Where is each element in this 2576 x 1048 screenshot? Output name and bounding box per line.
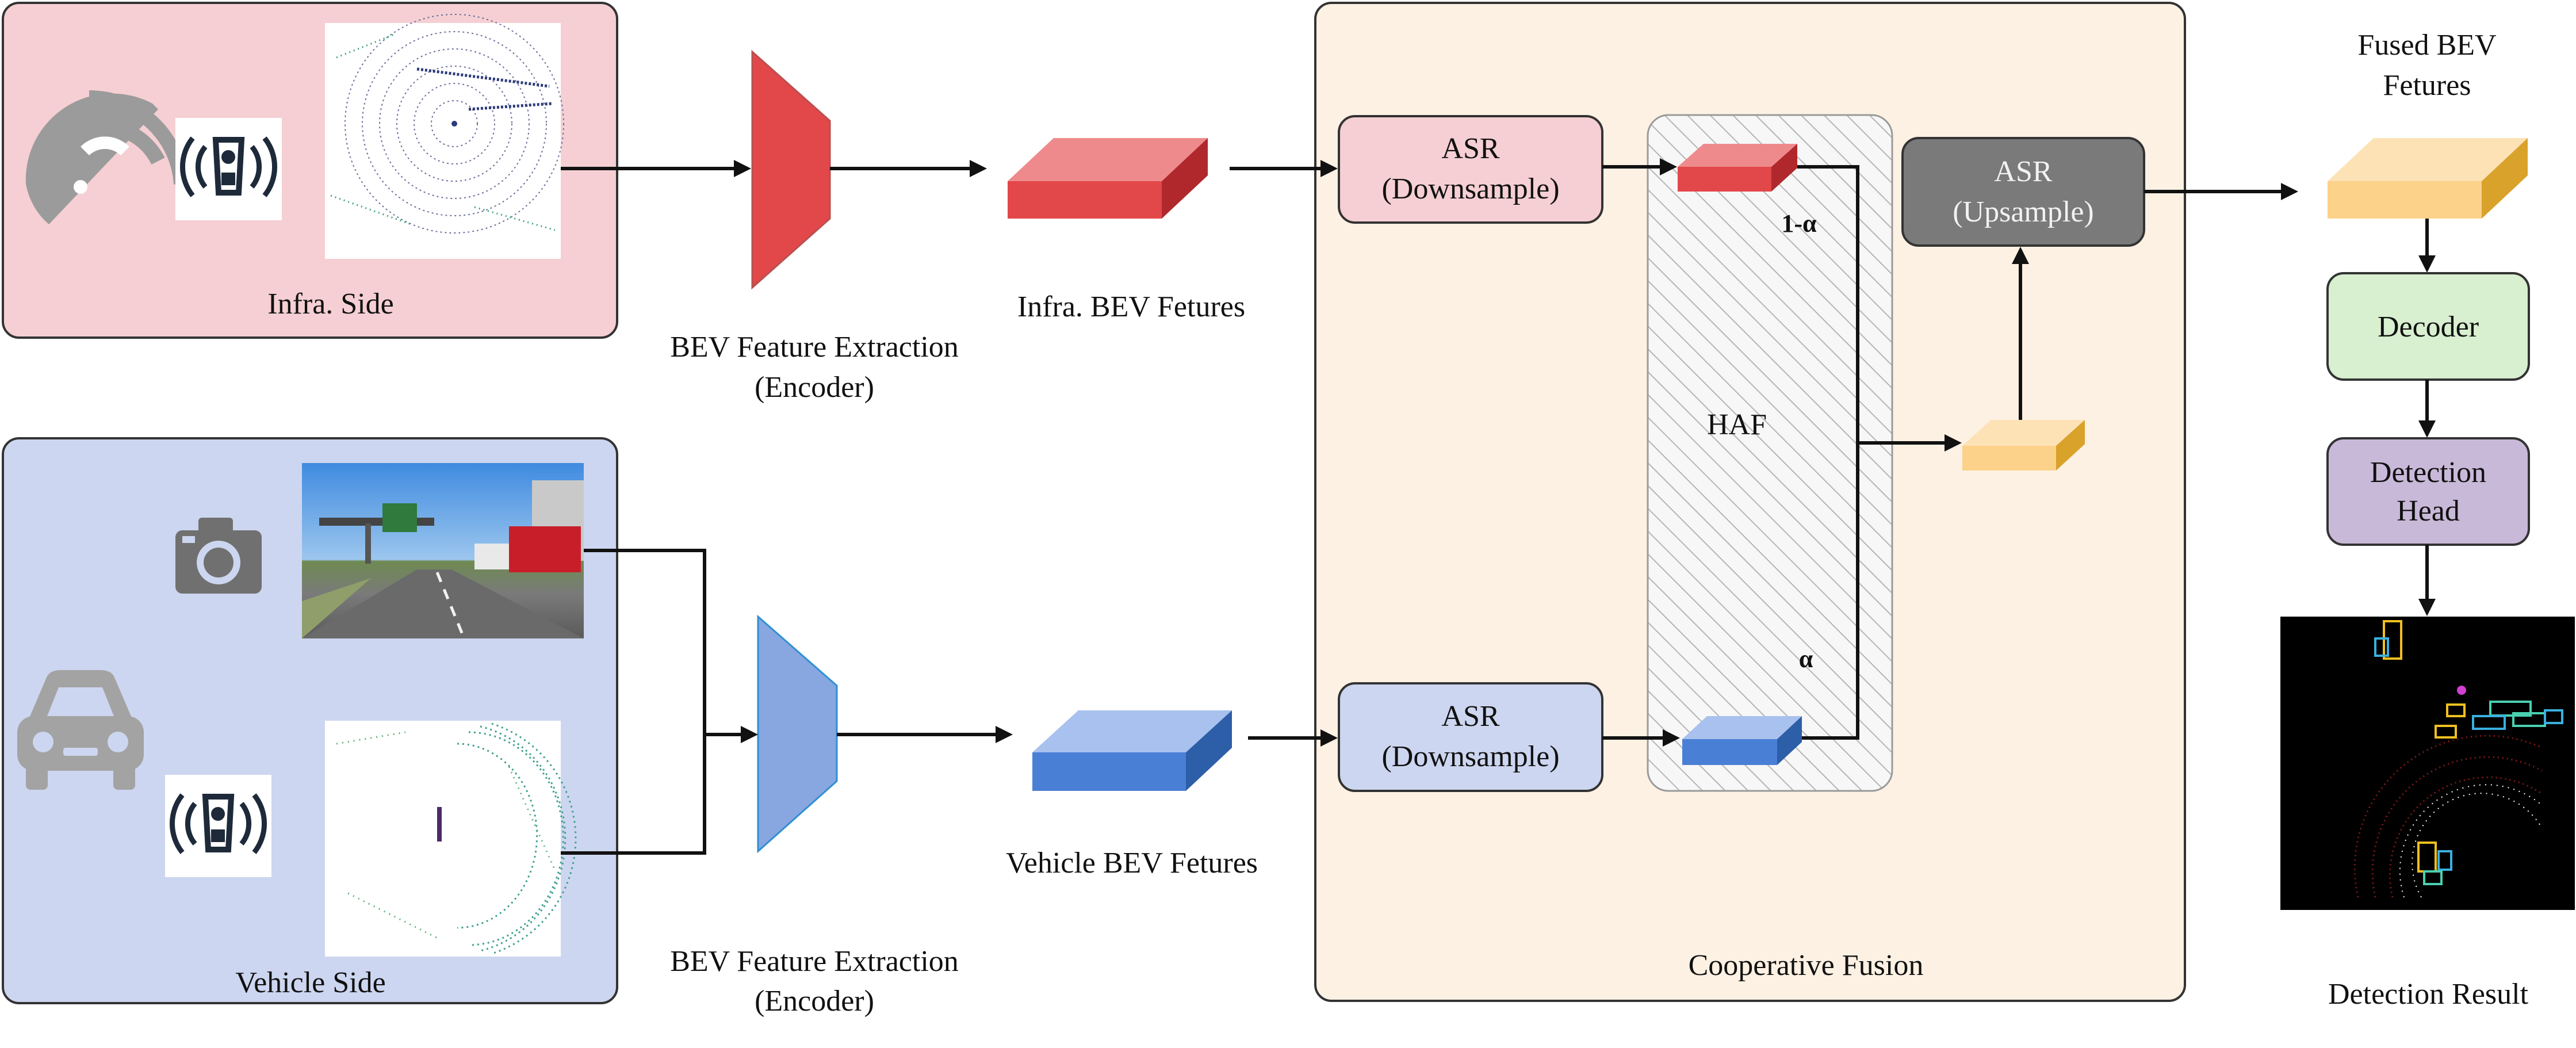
infra-side-panel: Infra. Side: [2, 2, 618, 339]
asr-upsample-block: ASR (Upsample): [1901, 137, 2145, 247]
vehicle-encoder-label-line2: (Encoder): [755, 985, 874, 1018]
car-icon: [17, 670, 144, 790]
svg-text:ASR: ASR: [1441, 700, 1499, 733]
line-haf-merge: [1797, 165, 1859, 740]
infra-bev-features: Infra. BEV Fetures: [1008, 138, 1245, 323]
infra-encoder: BEV Feature Extraction (Encoder): [670, 49, 959, 404]
cooperative-fusion-label: Cooperative Fusion: [1689, 949, 1924, 982]
svg-text:Detection: Detection: [2370, 456, 2486, 489]
asr-downsample-vehicle-block: ASR (Downsample): [1338, 682, 1603, 792]
infra-bev-label: Infra. BEV Fetures: [1017, 290, 1245, 323]
haf-weight-vehicle: α: [1799, 645, 1813, 673]
haf-weight-infra: 1-α: [1781, 209, 1817, 238]
haf-label: HAF: [1707, 408, 1767, 441]
infra-point-cloud-image: [325, 14, 564, 259]
vehicle-side-panel: Vehicle Side: [2, 437, 618, 1004]
vehicle-encoder: BEV Feature Extraction (Encoder): [670, 614, 959, 1018]
detection-head-block: Detection Head: [2326, 437, 2530, 546]
line-camera-to-encoder: [584, 549, 706, 735]
svg-text:Fetures: Fetures: [2383, 69, 2471, 102]
svg-text:Decoder: Decoder: [2378, 311, 2479, 343]
vehicle-encoder-label-line1: BEV Feature Extraction: [670, 945, 959, 978]
detection-result-label: Detection Result: [2328, 978, 2529, 1011]
svg-text:ASR: ASR: [1994, 155, 2052, 188]
svg-text:(Downsample): (Downsample): [1381, 173, 1559, 205]
fused-bev-features: Fused BEV Fetures: [2328, 29, 2528, 219]
vehicle-camera-image: [302, 463, 584, 638]
infra-encoder-label-line2: (Encoder): [755, 371, 874, 404]
camera-icon: [175, 518, 262, 594]
vehicle-bev-label: Vehicle BEV Fetures: [1006, 847, 1258, 879]
cooperative-fusion-panel: HAF 1-α α ASR (Downsample) ASR (Downsamp…: [1314, 2, 2186, 1002]
svg-text:(Upsample): (Upsample): [1953, 196, 2093, 228]
haf-fused-feature: [1962, 420, 2085, 471]
haf-module: HAF 1-α α: [1647, 114, 1893, 792]
infra-encoder-label-line1: BEV Feature Extraction: [670, 331, 959, 364]
infra-side-label: Infra. Side: [267, 288, 393, 320]
vehicle-bev-features: Vehicle BEV Fetures: [1006, 710, 1258, 879]
svg-text:ASR: ASR: [1441, 132, 1499, 165]
svg-text:Head: Head: [2397, 495, 2460, 527]
vehicle-point-cloud-image: [325, 721, 577, 957]
haf-infra-feature: [1678, 144, 1797, 192]
connectors: [561, 158, 2436, 855]
svg-text:Fused BEV: Fused BEV: [2357, 29, 2496, 62]
haf-vehicle-feature: [1682, 716, 1802, 765]
vehicle-side-label: Vehicle Side: [235, 966, 385, 999]
lidar-sensor-icon: [175, 118, 282, 220]
detection-result-image: [2280, 617, 2575, 910]
decoder-block: Decoder: [2326, 272, 2530, 381]
lidar-sensor-icon: [165, 775, 271, 877]
svg-text:(Downsample): (Downsample): [1381, 740, 1559, 773]
asr-downsample-infra-block: ASR (Downsample): [1338, 115, 1603, 224]
